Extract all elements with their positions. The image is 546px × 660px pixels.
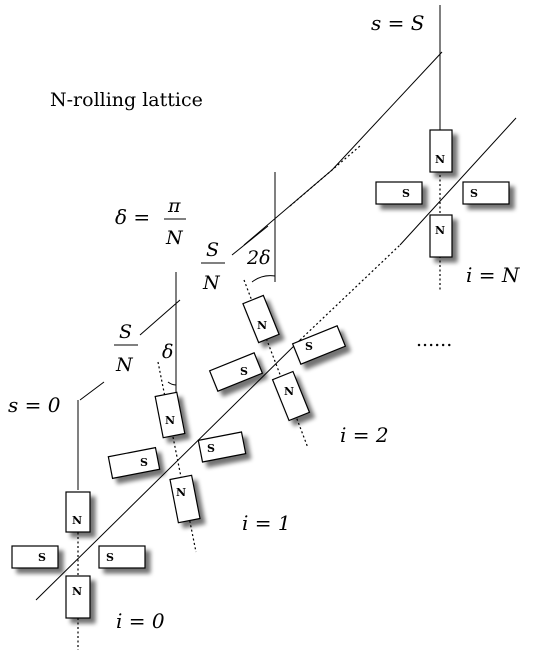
cell1-south-left-label: S <box>140 456 148 469</box>
cell1-south-left-magnet <box>107 446 161 480</box>
delta-angle-arc <box>167 381 177 386</box>
s-end-label: s = S <box>371 11 424 35</box>
s-axis-segment-5 <box>331 51 443 171</box>
cellN-north-top-label: N <box>435 153 445 166</box>
delta-angle-label: δ <box>162 341 173 363</box>
cell2-dotted-axis <box>243 279 309 449</box>
cell1-south-right-label: S <box>207 442 215 455</box>
cell0-north-bottom-magnet <box>65 575 91 619</box>
s-axis-segment-2 <box>139 299 181 336</box>
delta-denominator: N <box>165 227 184 249</box>
cell0-south-left-label: S <box>38 551 46 564</box>
cell2-north-top-label: N <box>257 319 267 332</box>
cell1-north-top-label: N <box>165 414 175 427</box>
cell1-south-right-magnet <box>197 431 247 463</box>
segment-fraction-middle: S N <box>201 239 225 294</box>
cell0-south-right-label: S <box>106 551 114 564</box>
cellN-north-top-magnet <box>429 129 453 173</box>
cellN-south-right-magnet <box>462 181 510 205</box>
ellipsis: ...... <box>416 329 452 351</box>
lattice-cell-0: N N S S i = 0 <box>11 491 165 650</box>
cell0-south-right-magnet <box>98 545 146 569</box>
cellN-index-label: i = N <box>466 263 521 287</box>
delta-numerator: π <box>167 195 181 217</box>
cell1-index-label: i = 1 <box>242 511 291 535</box>
lattice-cell-N: N N S S i = N <box>375 129 521 290</box>
cell1-north-bottom-label: N <box>176 486 186 499</box>
cell1-north-top-magnet <box>154 391 186 439</box>
fraction-left-denominator: N <box>115 354 134 376</box>
cellN-north-bottom-label: N <box>435 224 445 237</box>
s-start-label: s = 0 <box>8 393 61 417</box>
cell0-north-top-label: N <box>72 514 82 527</box>
cell1-dotted-axis <box>157 361 197 553</box>
cellN-south-left-magnet <box>375 181 423 205</box>
delta-definition: δ = π N <box>115 195 186 249</box>
lattice-diagonal-solid-upper <box>399 117 517 246</box>
cell2-south-left-label: S <box>240 365 248 378</box>
two-delta-angle-arc <box>251 275 276 283</box>
cell0-north-bottom-label: N <box>72 585 82 598</box>
lattice-diagonal-dotted <box>299 244 401 341</box>
cell2-south-right-label: S <box>305 340 313 353</box>
cellN-south-right-label: S <box>470 187 478 200</box>
two-delta-angle-label: 2δ <box>246 247 271 269</box>
segment-fraction-left: S N <box>114 321 138 376</box>
delta-eq: δ = <box>115 205 150 229</box>
cell2-index-label: i = 2 <box>340 423 389 447</box>
cell1-north-bottom-magnet <box>169 474 201 524</box>
lattice-cell-1: N N S S i = 1 <box>107 361 291 553</box>
fraction-middle-denominator: N <box>202 272 221 294</box>
cell2-north-top-magnet <box>242 294 280 344</box>
cell0-north-top-magnet <box>65 491 91 533</box>
cell2-south-right-magnet <box>291 325 347 365</box>
s-axis-segment-1 <box>79 381 105 401</box>
lattice-diagonal-solid <box>35 339 301 601</box>
cell2-north-bottom-magnet <box>271 370 311 422</box>
fraction-middle-numerator: S <box>206 239 219 261</box>
lattice-cell-2: N N S S i = 2 <box>208 279 389 449</box>
cell0-south-left-magnet <box>11 545 59 569</box>
s-axis-dotted <box>289 145 361 207</box>
fraction-left-numerator: S <box>119 321 132 343</box>
cell2-south-left-magnet <box>208 352 264 392</box>
cellN-north-bottom-magnet <box>429 214 453 258</box>
cellN-south-left-label: S <box>402 187 410 200</box>
cell0-index-label: i = 0 <box>116 609 165 633</box>
reference-lines <box>35 5 517 601</box>
diagram-title: N-rolling lattice <box>50 89 203 111</box>
cell2-north-bottom-label: N <box>284 385 294 398</box>
